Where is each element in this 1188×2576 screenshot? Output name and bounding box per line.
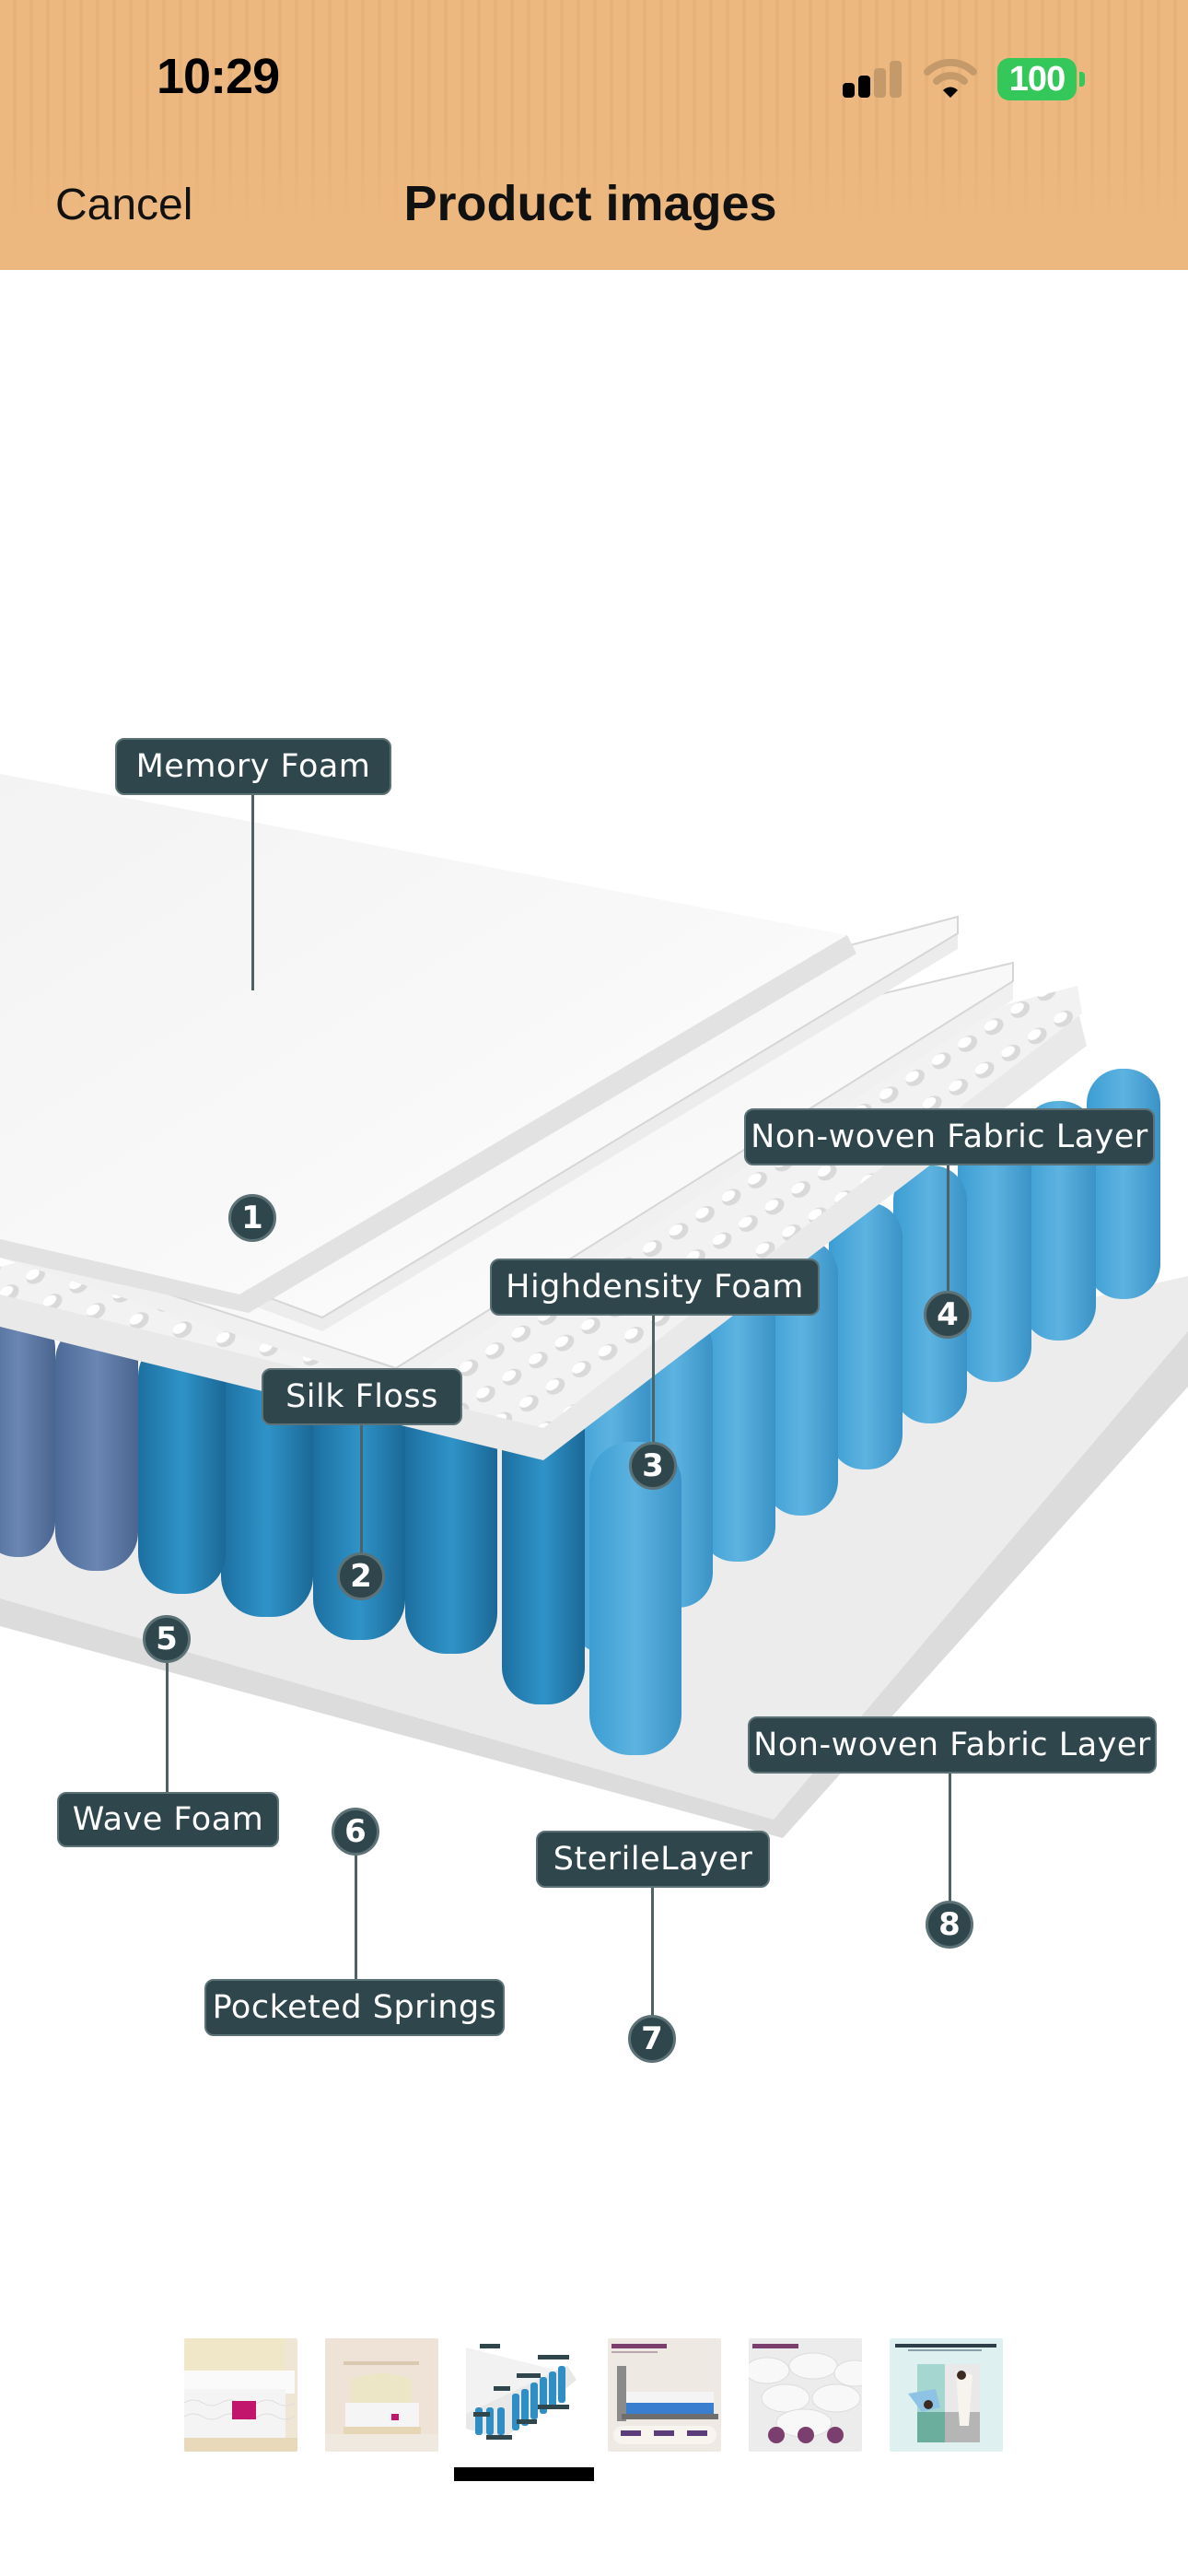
mattress-layer-illustration xyxy=(0,774,1188,1838)
status-time: 10:29 xyxy=(157,49,280,104)
callout-number-badge: 7 xyxy=(628,2015,676,2063)
leader-line xyxy=(652,1316,655,1445)
thumbnail-motion-isolation[interactable] xyxy=(890,2338,1003,2452)
callout-label: Silk Floss xyxy=(285,1378,438,1415)
callout-number-badge: 2 xyxy=(337,1552,385,1600)
callout-pocketed-springs: Pocketed Springs xyxy=(204,1979,505,2036)
callout-label: Non-woven Fabric Layer xyxy=(751,1118,1148,1155)
callout-wave-foam: Wave Foam xyxy=(57,1792,279,1847)
selected-thumbnail-indicator xyxy=(454,2467,594,2481)
header-gradient xyxy=(0,129,1188,270)
callout-number-badge: 6 xyxy=(332,1808,379,1856)
callout-label: Wave Foam xyxy=(72,1801,264,1838)
callout-label: Memory Foam xyxy=(135,748,371,785)
leader-line xyxy=(651,1888,654,2017)
wifi-icon xyxy=(924,57,977,98)
cellular-signal-icon xyxy=(843,61,903,98)
battery-tip xyxy=(1079,72,1085,87)
leader-line xyxy=(360,1425,363,1554)
callout-silk-floss: Silk Floss xyxy=(262,1368,462,1425)
navigation-header: 10:29 100 Cancel Product images xyxy=(0,0,1188,270)
leader-line xyxy=(166,1663,169,1792)
leader-line xyxy=(355,1856,357,1980)
callout-non-woven-fabric-bottom: Non-woven Fabric Layer xyxy=(748,1716,1157,1774)
callout-non-woven-fabric-top: Non-woven Fabric Layer xyxy=(744,1108,1155,1165)
thumbnail-layer-diagram[interactable] xyxy=(466,2338,579,2452)
thumbnail-mattress-closeup[interactable] xyxy=(184,2338,297,2452)
callout-sterile-layer: SterileLayer xyxy=(536,1831,770,1888)
callout-label: Pocketed Springs xyxy=(212,1989,497,2026)
thumbnail-strip xyxy=(0,2338,1188,2481)
callout-highdensity-foam: Highdensity Foam xyxy=(490,1259,820,1316)
callout-label: Non-woven Fabric Layer xyxy=(753,1727,1151,1763)
callout-number-badge: 4 xyxy=(924,1291,972,1339)
thumbnail-breathable-fabric[interactable] xyxy=(749,2338,862,2452)
memory-foam-layer xyxy=(0,774,847,1294)
callout-number-badge: 3 xyxy=(629,1442,677,1490)
callout-number-badge: 5 xyxy=(143,1615,191,1663)
leader-line xyxy=(251,795,254,990)
battery-indicator: 100 xyxy=(997,58,1077,100)
leader-line xyxy=(949,1774,951,1912)
page-title: Product images xyxy=(0,175,1188,232)
callout-label: SterileLayer xyxy=(553,1841,753,1878)
callout-number-badge: 1 xyxy=(228,1194,276,1242)
page-title-text: Product images xyxy=(403,176,777,231)
thumbnail-orthopedic-zones[interactable] xyxy=(608,2338,721,2452)
thumbnail-bedroom[interactable] xyxy=(325,2338,438,2452)
callout-label: Highdensity Foam xyxy=(506,1269,804,1306)
callout-number-badge: 8 xyxy=(926,1901,973,1949)
cancel-button[interactable]: Cancel xyxy=(55,181,193,229)
callout-memory-foam: Memory Foam xyxy=(115,738,391,795)
product-image-viewer[interactable]: Memory Foam 1 Silk Floss 2 Highdensity F… xyxy=(0,272,1188,2299)
leader-line xyxy=(947,1165,949,1291)
